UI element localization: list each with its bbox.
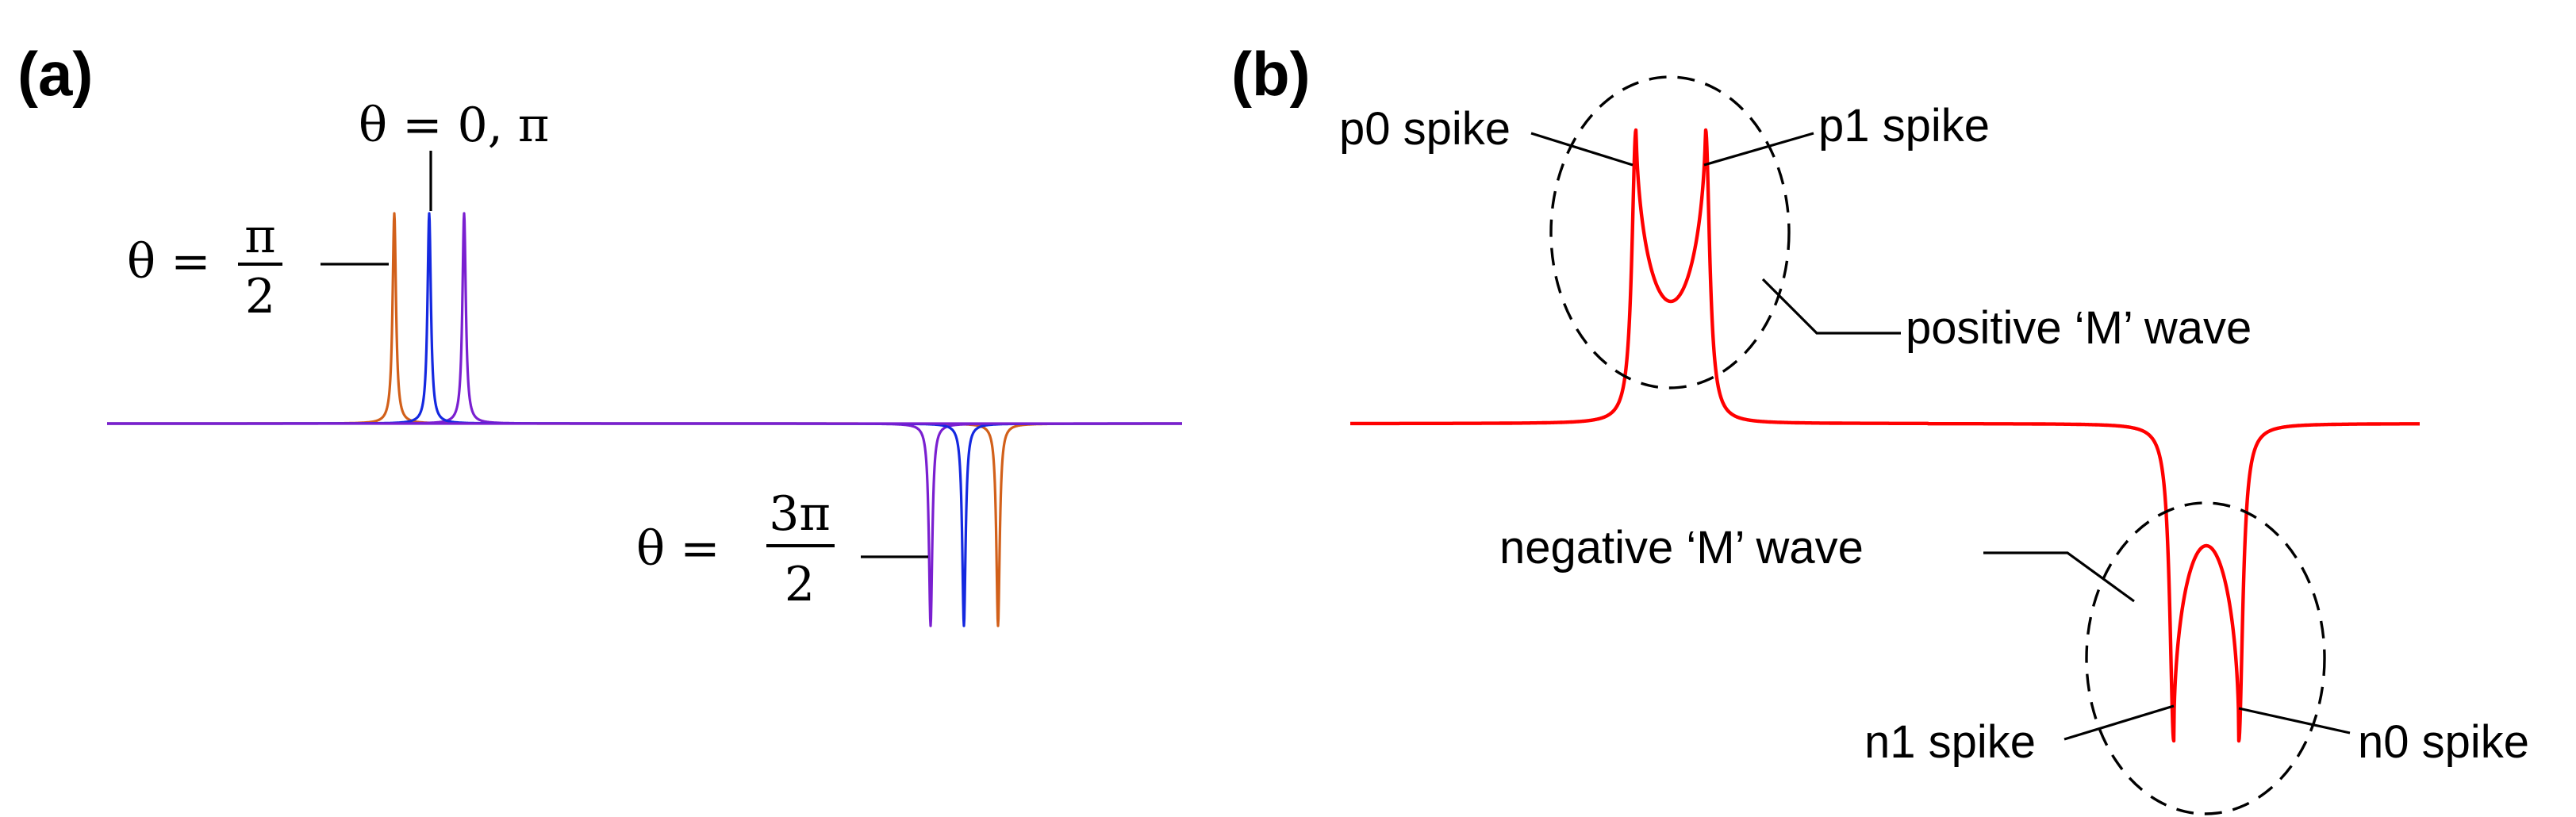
- p0-spike-label: p0 spike: [1339, 103, 1511, 155]
- theta-three-half-pi-numerator: 3π: [769, 486, 831, 542]
- theta-half-pi-denominator: 2: [245, 269, 275, 324]
- theta-three-half-pi-denominator: 2: [785, 557, 815, 612]
- panel-a: (a) θ = 0, π θ = π 2 θ = 3π 2: [17, 39, 1184, 627]
- theta-three-half-pi-label: θ = 3π 2: [636, 486, 835, 612]
- theta-half-pi-lhs: θ =: [127, 234, 210, 290]
- p0-spike-leader: [1530, 132, 1634, 167]
- panel-b-label: (b): [1231, 39, 1311, 109]
- negative-m-wave-ellipse: [2085, 501, 2326, 815]
- n1-spike-label: n1 spike: [1864, 716, 2036, 768]
- panel-a-traces: [106, 212, 1184, 627]
- panel-b-trace: [1349, 128, 2421, 743]
- m-wave-trace: [1349, 128, 2421, 743]
- n0-spike-leader: [2238, 707, 2351, 735]
- theta-three-half-pi-lhs: θ =: [636, 521, 720, 577]
- positive-m-wave-leader: [1761, 278, 1901, 335]
- theta-zero-pi-label: θ = 0, π: [359, 98, 549, 153]
- p1-spike-leader: [1703, 132, 1814, 167]
- positive-m-wave-label: positive ‘M’ wave: [1906, 302, 2252, 354]
- n0-spike-label: n0 spike: [2358, 716, 2529, 768]
- n1-spike-leader: [2063, 704, 2175, 741]
- positive-m-wave-ellipse: [1549, 75, 1791, 389]
- theta-half-pi-label: θ = π 2: [127, 209, 282, 324]
- theta-half-pi-numerator: π: [244, 209, 275, 264]
- negative-m-wave-label: negative ‘M’ wave: [1499, 522, 1864, 573]
- panel-a-label: (a): [17, 39, 93, 109]
- negative-m-wave-leader: [1983, 551, 2135, 603]
- panel-b: (b) p0 spike p1 spike positive ‘M’ wave …: [1231, 39, 2529, 815]
- p1-spike-label: p1 spike: [1818, 100, 1990, 152]
